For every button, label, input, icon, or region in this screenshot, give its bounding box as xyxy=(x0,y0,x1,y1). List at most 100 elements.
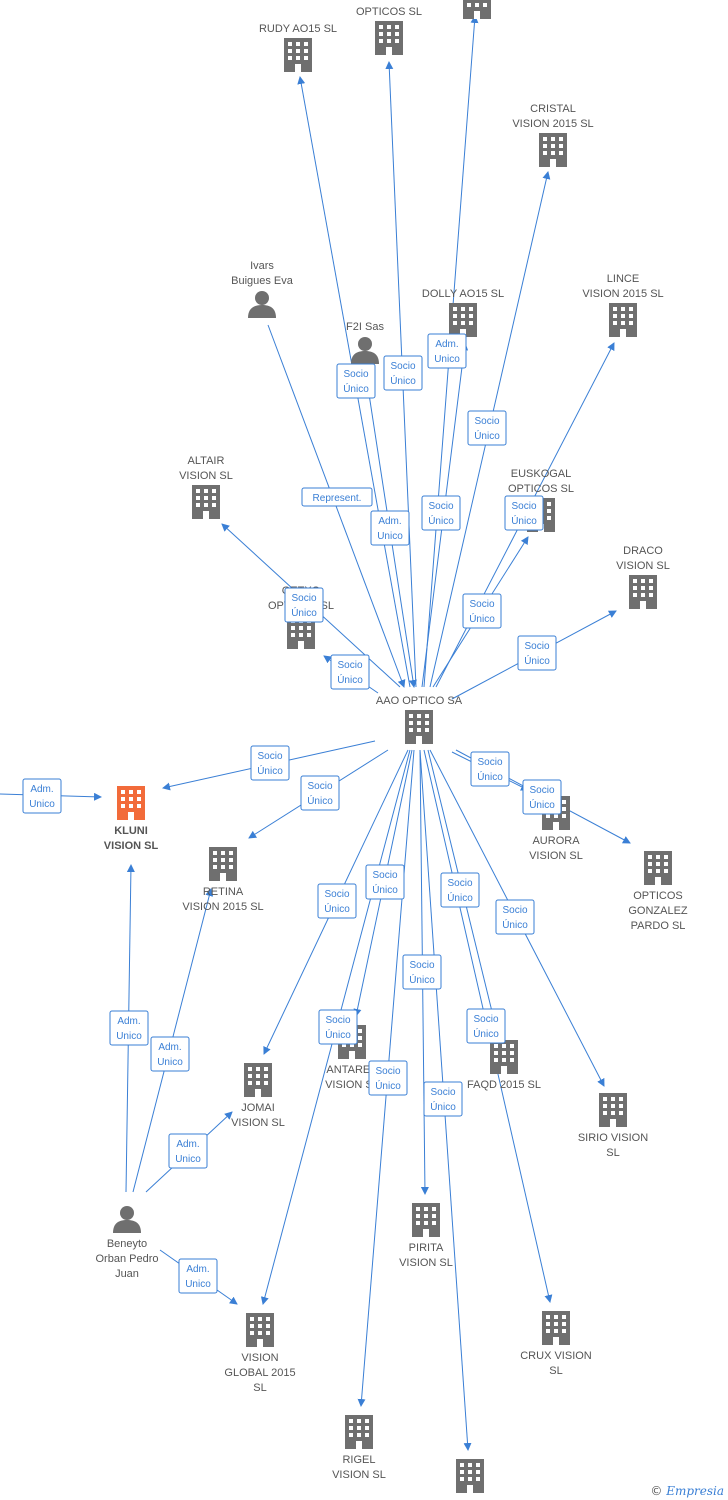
edge-label-box xyxy=(427,333,467,369)
node-label: F2I Sas xyxy=(346,321,384,333)
edge-label-ivars-to-aao[interactable]: Represent. xyxy=(301,487,373,507)
edge-label-text: Unico xyxy=(116,1031,142,1042)
edge-label-box xyxy=(178,1258,218,1294)
node-label: VISION 2015 SL xyxy=(512,118,593,130)
edge-label-text: Adm. xyxy=(378,516,401,527)
node-bottom-bldg[interactable] xyxy=(456,1459,484,1493)
node-label: SL xyxy=(549,1365,562,1377)
edge-label-text: Unico xyxy=(157,1057,183,1068)
node-antares[interactable]: ANTARES VISION SL xyxy=(325,1025,379,1091)
node-label: VISION SL xyxy=(616,560,670,572)
edge-label-text: Adm. xyxy=(435,339,458,350)
node-label: VISION SL xyxy=(325,1079,379,1091)
node-rudy[interactable]: RUDY AO15 SL xyxy=(259,23,337,72)
company-building-icon xyxy=(412,1203,440,1237)
edge-label-box xyxy=(300,775,340,811)
node-altair[interactable]: ALTAIR VISION SL xyxy=(179,455,233,519)
edge-label-f2i-to-aao[interactable]: Adm.Unico xyxy=(370,510,410,546)
edge-label-text: Socio xyxy=(474,416,499,427)
node-label: Juan xyxy=(115,1268,139,1280)
edge-label-box xyxy=(250,745,290,781)
person-icon xyxy=(248,291,276,318)
edge-label-box xyxy=(368,1060,408,1096)
node-f2i[interactable]: F2I Sas xyxy=(346,321,384,364)
edge-label-text: Único xyxy=(343,382,369,395)
edge-label-text: Único xyxy=(307,794,333,807)
edge-label-offscreen-left-to-kluni[interactable]: Adm.Unico xyxy=(22,778,62,814)
node-faqd[interactable]: FAQD 2015 SL xyxy=(467,1040,541,1091)
node-label: VISION SL xyxy=(179,470,233,482)
edge-label-text: Único xyxy=(428,514,454,527)
node-top-right-bldg[interactable] xyxy=(463,0,491,19)
company-building-icon xyxy=(284,38,312,72)
node-aao[interactable]: AAO OPTICO SA xyxy=(376,695,463,744)
node-label: ANTARES xyxy=(326,1064,377,1076)
node-label: VISION SL xyxy=(231,1117,285,1129)
edge-label-box xyxy=(284,587,324,623)
edge-label-beneyto-to-retina[interactable]: Adm.Unico xyxy=(150,1036,190,1072)
company-building-icon xyxy=(246,1313,274,1347)
edge-label-box xyxy=(470,751,510,787)
edge-label-box xyxy=(440,872,480,908)
node-label: ALTAIR xyxy=(188,455,225,467)
node-opticos-top[interactable]: OPTICOS SL xyxy=(356,6,422,55)
edge-label-beneyto-to-kluni[interactable]: Adm.Unico xyxy=(109,1010,149,1046)
company-building-icon xyxy=(490,1040,518,1074)
edge-label-aao-to-dolly[interactable]: Adm.Unico xyxy=(427,333,467,369)
node-label: SIRIO VISION xyxy=(578,1132,648,1144)
edge-label-beneyto-to-jomai[interactable]: Adm.Unico xyxy=(168,1133,208,1169)
edge-label-box xyxy=(150,1036,190,1072)
edge-label-text: Socio xyxy=(390,361,415,372)
node-dolly[interactable]: DOLLY AO15 SL xyxy=(422,288,504,337)
node-label: OPTICOS SL xyxy=(356,6,422,18)
node-label: Orban Pedro xyxy=(96,1253,159,1265)
company-building-icon xyxy=(375,21,403,55)
edge-label-text: Socio xyxy=(477,757,502,768)
edge-label-text: Único xyxy=(291,606,317,619)
edge-label-beneyto-to-vglobal[interactable]: Adm.Unico xyxy=(178,1258,218,1294)
node-label: AAO OPTICO SA xyxy=(376,695,463,707)
edge-label-text: Único xyxy=(502,918,528,931)
edge-labels-layer: SocioÚnicoSocioÚnicoSocioÚnicoSocioÚnico… xyxy=(22,333,562,1294)
edge-label-box xyxy=(517,635,557,671)
